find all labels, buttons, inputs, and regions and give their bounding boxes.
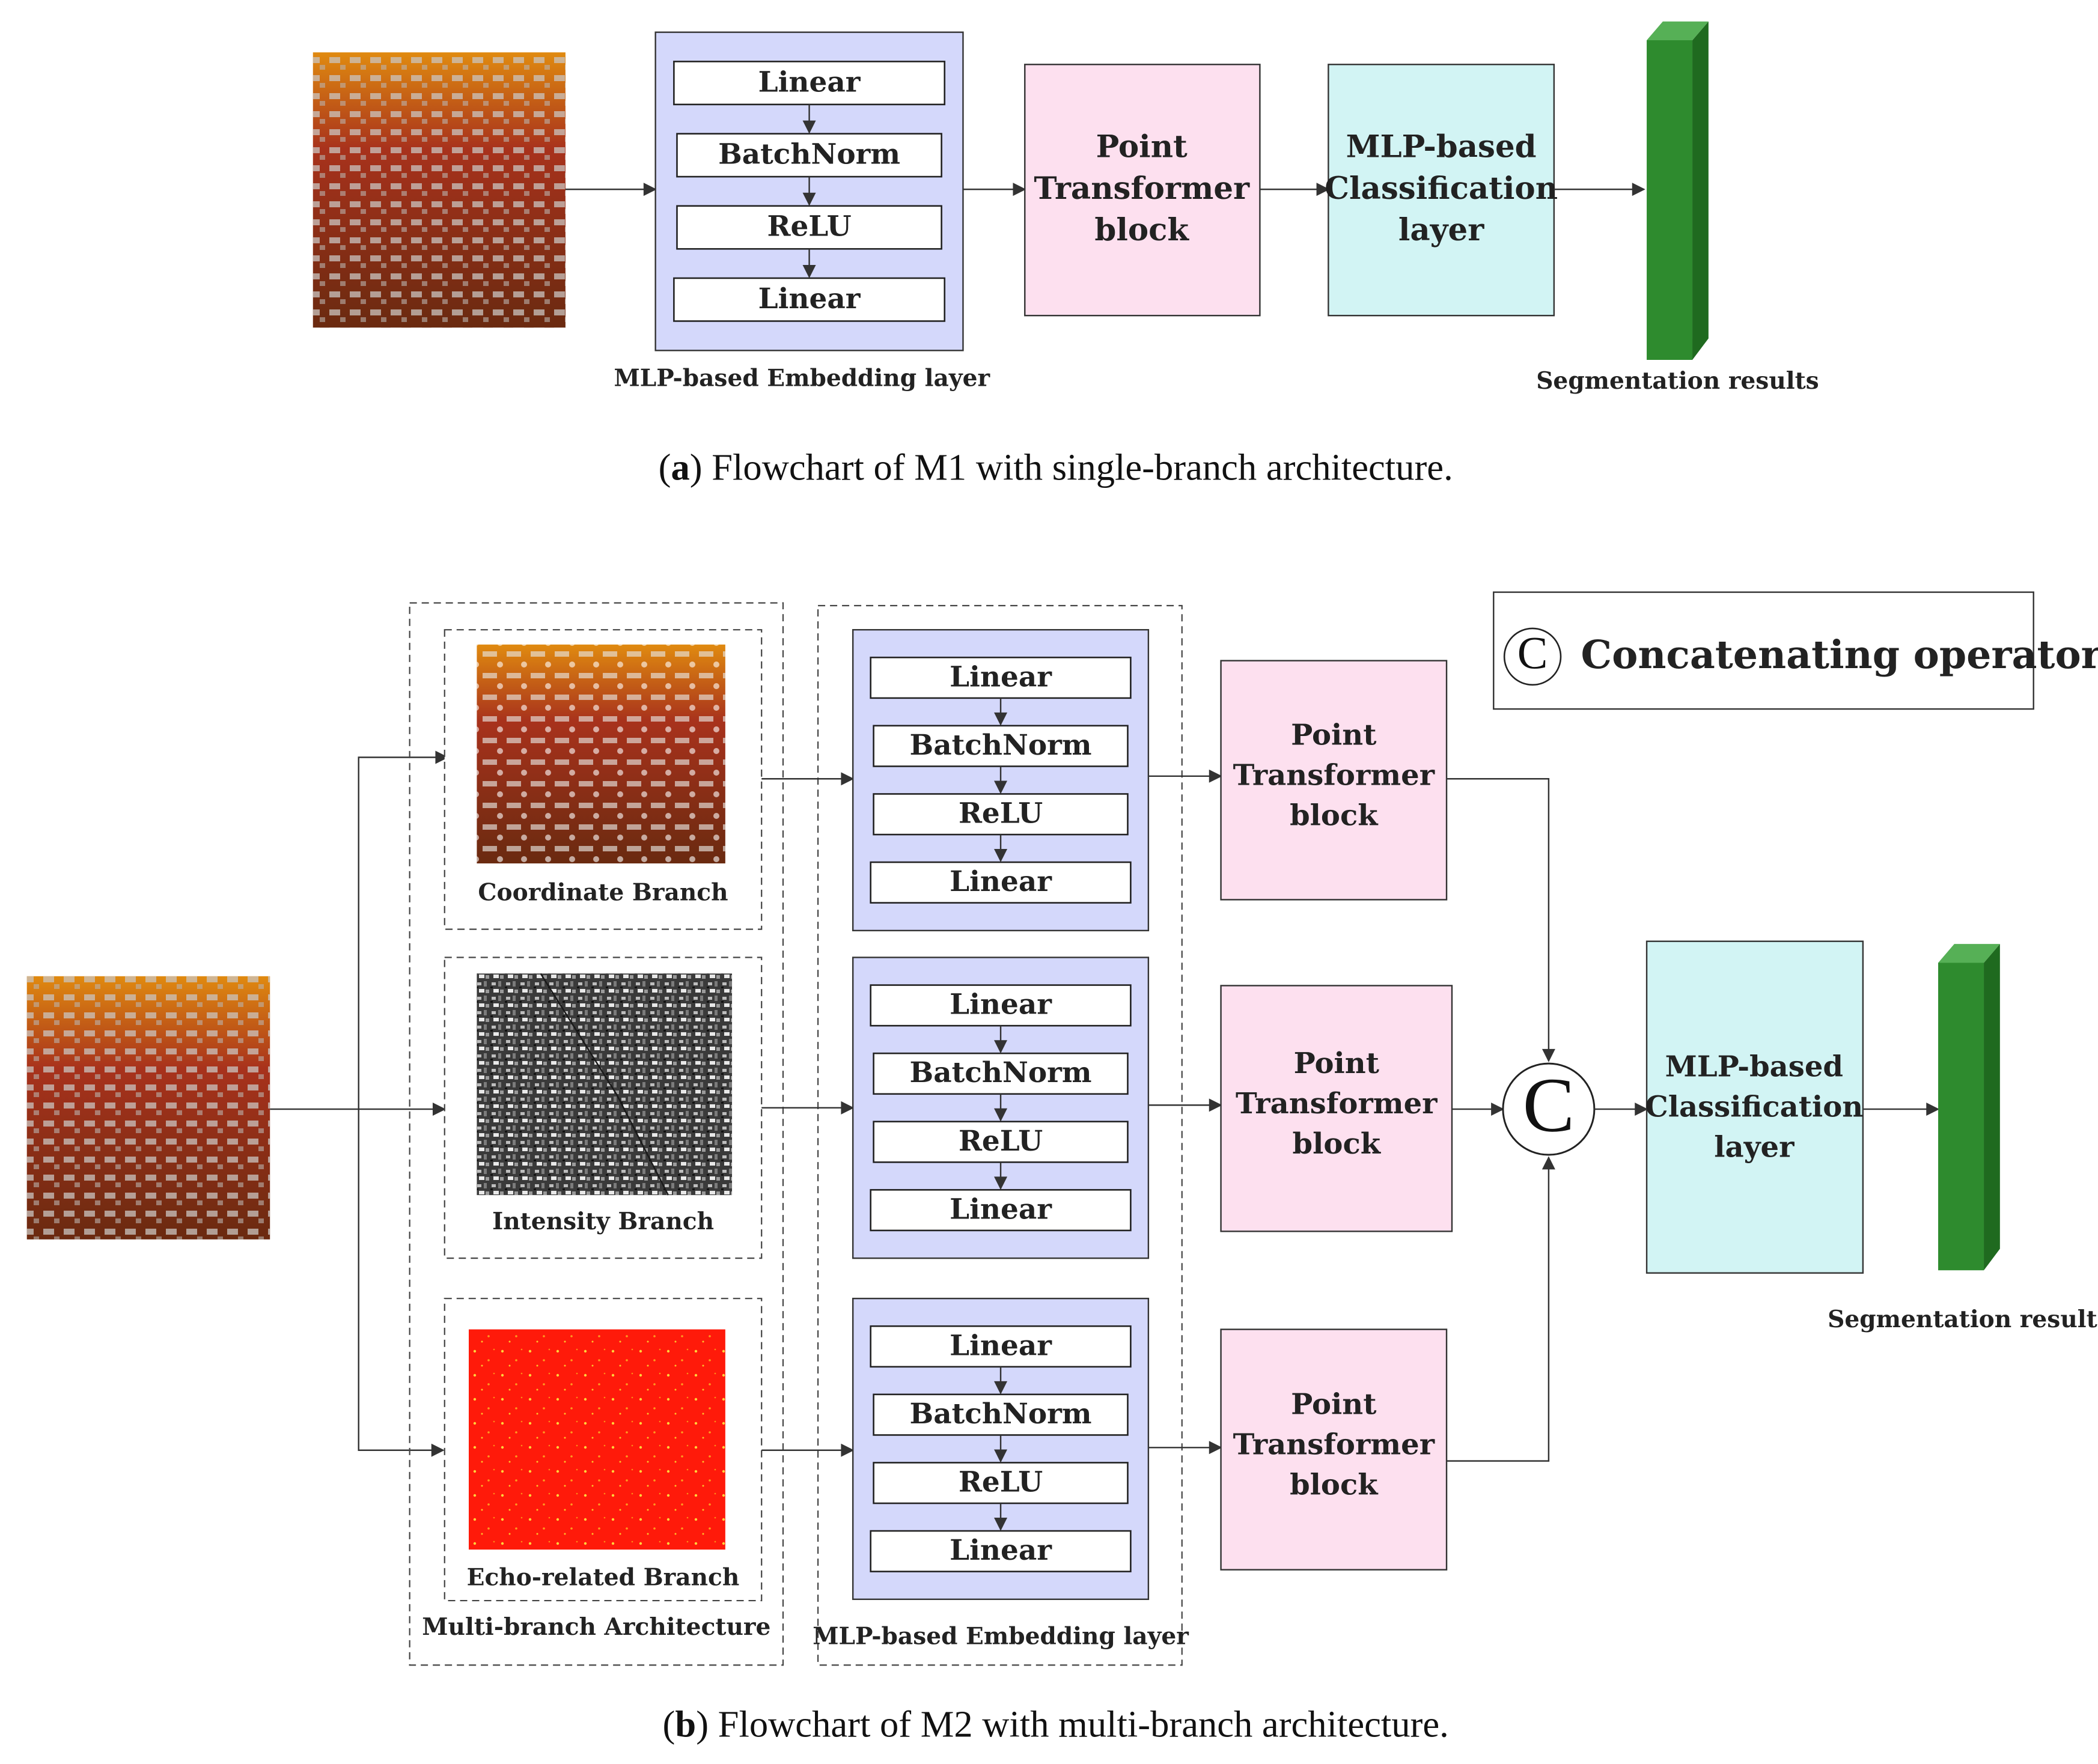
b-segmentation-output-top: [1938, 944, 2000, 963]
a-classifier-block: [1328, 64, 1555, 317]
input-point-cloud-b-buildings: [26, 976, 270, 1239]
b-branch-2-label: Intensity Branch: [492, 1208, 714, 1235]
a-transformer-label-line-1: Point: [1096, 129, 1188, 165]
b-segmentation-output: [1938, 944, 2000, 1271]
b-transformer-1-label-line-3: block: [1290, 799, 1379, 833]
b-transformer-3-label-line-3: block: [1290, 1468, 1379, 1502]
b-caption-close: ): [696, 1703, 709, 1745]
b-transformer-1-label-line-1: Point: [1291, 718, 1376, 752]
b-transformer-3-block: [1220, 1328, 1448, 1571]
b-intensity-map: [477, 973, 733, 1196]
a-layer-1-label: Linear: [758, 65, 861, 99]
b-multi-branch-group: [409, 602, 784, 1666]
a-segmentation-output-front: [1647, 40, 1693, 360]
b-legend-symbol: C: [1517, 628, 1548, 679]
b-legend-label: Concatenating operator: [1581, 632, 2098, 678]
b-row-2-layer-1-label: Linear: [950, 988, 1052, 1021]
b-embedding-group: [817, 604, 1183, 1666]
b-row-1-layer-3-box: [873, 793, 1129, 836]
a-caption-text: Flowchart of M1 with single-branch archi…: [703, 446, 1453, 488]
b-multi-branch-label: Multi-branch Architecture: [422, 1613, 770, 1641]
b-row-2-layer-3-box: [873, 1121, 1129, 1163]
b-transformer-1-block: [1220, 660, 1448, 901]
a-classifier-label-line-3: layer: [1398, 212, 1484, 248]
b-legend-box: [1493, 591, 2034, 710]
b-embedding-caption: MLP-based Embedding layer: [813, 1623, 1189, 1650]
a-transformer-label-line-2: Transformer: [1034, 171, 1250, 207]
b-row-3-layer-2-label: BatchNorm: [910, 1398, 1092, 1431]
b-caption: (b) Flowchart of M2 with multi-branch ar…: [663, 1703, 1449, 1745]
b-segmentation-output-front: [1938, 963, 1984, 1271]
a-classifier-label-line-1: MLP-based: [1346, 129, 1537, 165]
b-caption-letter: b: [675, 1703, 696, 1745]
b-row-3-layer-2-box: [873, 1393, 1129, 1436]
b-row-2-layer-4-box: [870, 1189, 1132, 1232]
a-layer-3-box: [676, 205, 942, 250]
a-classifier-label-line-2: Classification: [1325, 171, 1558, 207]
b-branch-3-label: Echo-related Branch: [467, 1563, 740, 1591]
b-concat-symbol: C: [1523, 1062, 1575, 1149]
b-row-1-layer-3-label: ReLU: [959, 797, 1043, 830]
b-caption-text: Flowchart of M2 with multi-branch archit…: [709, 1703, 1449, 1745]
a-caption-letter: a: [671, 446, 689, 488]
b-coordinate-map-buildings: [477, 644, 725, 864]
a-caption: (a) Flowchart of M1 with single-branch a…: [659, 446, 1453, 488]
b-transformer-3-label-line-2: Transformer: [1233, 1428, 1435, 1462]
b-segmentation-output-side: [1984, 944, 2000, 1271]
b-row-3-layer-1-box: [870, 1325, 1132, 1368]
b-intensity-map-road: [540, 973, 669, 1196]
b-row-1-layer-4-box: [870, 861, 1132, 904]
a-embedding-caption: MLP-based Embedding layer: [614, 364, 990, 392]
b-output-label: Segmentation results: [1828, 1306, 2098, 1333]
b-transformer-1-label-line-2: Transformer: [1233, 759, 1435, 792]
a-transformer-block: [1024, 64, 1261, 317]
b-classifier-label-line-3: layer: [1714, 1131, 1795, 1164]
b-transformer-3-label-line-1: Point: [1291, 1388, 1376, 1422]
b-row-3-layer-3-label: ReLU: [959, 1465, 1043, 1498]
b-classifier-label-line-2: Classification: [1645, 1090, 1863, 1124]
arrow-b-input-to-echo: [358, 1109, 445, 1457]
b-transformer-2-label-line-1: Point: [1294, 1047, 1379, 1080]
b-echo-map: [468, 1329, 725, 1550]
b-row-3-layer-3-box: [873, 1462, 1129, 1504]
b-transformer-2-label-line-2: Transformer: [1236, 1087, 1438, 1121]
a-layer-2-label: BatchNorm: [718, 138, 900, 171]
b-classifier-block: [1645, 940, 1864, 1274]
arrow-b-transformer-1-to-concat: [1447, 778, 1555, 1062]
a-output-label: Segmentation results: [1536, 367, 1819, 395]
a-caption-open: (: [659, 446, 671, 488]
a-layer-4-label: Linear: [758, 282, 861, 315]
a-transformer-label-line-3: block: [1094, 212, 1189, 248]
b-row-3-layer-1-label: Linear: [950, 1329, 1052, 1362]
b-row-2-layer-3-label: ReLU: [959, 1125, 1043, 1158]
b-caption-open: (: [663, 1703, 675, 1745]
b-branch-1-label: Coordinate Branch: [478, 878, 728, 906]
a-segmentation-output-top: [1647, 21, 1709, 41]
a-layer-4-box: [673, 277, 946, 322]
input-point-cloud-a-buildings: [313, 52, 566, 328]
b-legend-concat-icon: [1503, 627, 1562, 686]
b-row-2-layer-4-label: Linear: [950, 1193, 1052, 1226]
b-row-1-layer-1-label: Linear: [950, 660, 1052, 693]
a-segmentation-output-side: [1692, 21, 1709, 360]
b-row-1-layer-4-label: Linear: [950, 865, 1052, 898]
b-row-1-layer-2-label: BatchNorm: [910, 729, 1092, 762]
b-row-3-layer-4-label: Linear: [950, 1534, 1052, 1567]
a-layer-2-box: [676, 133, 942, 178]
b-row-2-layer-2-label: BatchNorm: [910, 1056, 1092, 1089]
b-row-1-layer-1-box: [870, 656, 1132, 699]
arrow-b-transformer-3-to-concat: [1447, 1156, 1555, 1462]
a-caption-close: ): [690, 446, 703, 488]
a-segmentation-output: [1647, 21, 1709, 360]
b-classifier-label-line-1: MLP-based: [1665, 1050, 1843, 1084]
arrow-b-input-to-coordinate: [358, 750, 449, 1110]
a-layer-3-label: ReLU: [767, 210, 851, 243]
b-row-3-layer-4-box: [870, 1530, 1132, 1572]
b-transformer-2-label-line-3: block: [1293, 1127, 1382, 1161]
